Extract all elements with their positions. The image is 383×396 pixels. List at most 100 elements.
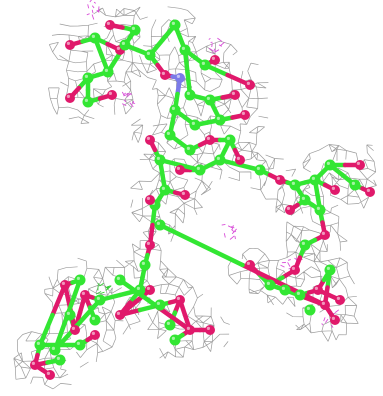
oxygen-atom	[205, 135, 215, 145]
oxygen-atom	[320, 300, 330, 310]
oxygen-atom	[70, 325, 80, 335]
carbon-atom	[89, 32, 101, 44]
oxygen-atom	[175, 295, 185, 305]
atom-highlight	[146, 241, 150, 245]
atom-highlight	[246, 81, 250, 85]
carbon-atom	[54, 354, 66, 366]
carbon-atom	[184, 144, 196, 156]
atom-highlight	[291, 266, 295, 270]
atom-highlight	[84, 98, 88, 102]
carbon-atom	[102, 66, 114, 78]
oxygen-atom	[290, 265, 300, 275]
oxygen-atom	[330, 315, 340, 325]
atom-highlight	[216, 156, 220, 160]
atom-highlight	[331, 186, 335, 190]
difference-density-blob	[208, 37, 225, 54]
carbon-atom	[214, 114, 226, 126]
carbon-atom	[74, 339, 86, 351]
atom-highlight	[56, 356, 61, 360]
atom-highlight	[206, 136, 210, 140]
atom-highlight	[301, 196, 305, 200]
oxygen-atom	[355, 160, 365, 170]
bond-half	[75, 297, 103, 328]
atom-highlight	[291, 181, 295, 185]
carbon-atom	[194, 164, 206, 176]
atom-highlight	[301, 241, 305, 245]
carbon-atom	[119, 39, 131, 51]
carbon-atom	[299, 194, 311, 206]
atom-highlight	[66, 41, 70, 46]
atom-highlight	[146, 136, 150, 140]
atom-highlight	[186, 91, 190, 95]
carbon-atom	[49, 344, 61, 356]
difference-density-blob	[121, 91, 136, 108]
carbon-atom	[349, 179, 361, 191]
atom-highlight	[314, 286, 318, 290]
oxygen-atom	[205, 325, 215, 335]
oxygen-atom	[160, 70, 170, 80]
carbon-atom	[82, 72, 94, 84]
atom-highlight	[176, 74, 180, 78]
carbon-atom	[74, 274, 86, 286]
carbon-atom	[154, 299, 166, 311]
atom-highlight	[321, 301, 325, 305]
oxygen-atom	[90, 330, 100, 340]
atom-highlight	[326, 266, 330, 270]
oxygen-atom	[245, 80, 255, 90]
atom-highlight	[146, 51, 150, 56]
carbon-atom	[164, 319, 176, 331]
oxygen-atom	[145, 240, 155, 250]
atom-highlight	[171, 106, 175, 110]
bond-half	[50, 282, 68, 318]
carbon-atom	[89, 314, 101, 326]
carbon-atom	[169, 334, 181, 346]
atom-highlight	[146, 196, 150, 200]
oxygen-atom	[145, 285, 155, 295]
carbon-atom	[324, 159, 336, 171]
atom-highlight	[336, 296, 340, 300]
atom-highlight	[186, 326, 190, 330]
carbon-atom	[134, 284, 146, 296]
oxygen-atom	[240, 110, 250, 120]
atom-highlight	[91, 331, 95, 335]
oxygen-atom	[60, 280, 70, 290]
carbon-atom	[294, 289, 306, 301]
atom-highlight	[146, 286, 150, 290]
atom-highlight	[176, 166, 180, 170]
atom-highlight	[171, 21, 175, 25]
atom-highlight	[366, 188, 370, 192]
oxygen-atom	[320, 230, 330, 240]
carbon-atom	[224, 134, 236, 146]
oxygen-atom	[365, 187, 375, 197]
carbon-atom	[159, 184, 171, 196]
atom-highlight	[326, 161, 330, 165]
oxygen-atom	[45, 370, 55, 380]
carbon-atom	[289, 179, 301, 191]
atom-highlight	[76, 341, 80, 345]
oxygen-atom	[65, 40, 75, 50]
oxygen-atom	[275, 175, 285, 185]
atom-highlight	[141, 261, 145, 265]
atom-highlight	[131, 26, 135, 30]
atom-highlight	[296, 291, 300, 295]
atom-highlight	[206, 326, 210, 330]
atom-highlight	[81, 291, 85, 295]
atom-highlight	[311, 176, 315, 180]
difference-density-blob	[221, 223, 237, 240]
oxygen-atom	[285, 205, 295, 215]
atom-highlight	[106, 21, 110, 25]
atom-highlight	[286, 206, 290, 210]
carbon-atom	[114, 274, 126, 286]
atom-highlight	[206, 96, 210, 100]
carbon-atom	[189, 119, 201, 131]
atom-highlight	[91, 316, 95, 320]
oxygen-atom	[107, 90, 117, 100]
atom-highlight	[181, 46, 185, 51]
oxygen-atom	[65, 93, 75, 103]
carbon-atom	[169, 19, 181, 31]
difference-density-blob	[86, 0, 100, 20]
atom-highlight	[171, 336, 175, 340]
carbon-atom	[154, 219, 166, 231]
